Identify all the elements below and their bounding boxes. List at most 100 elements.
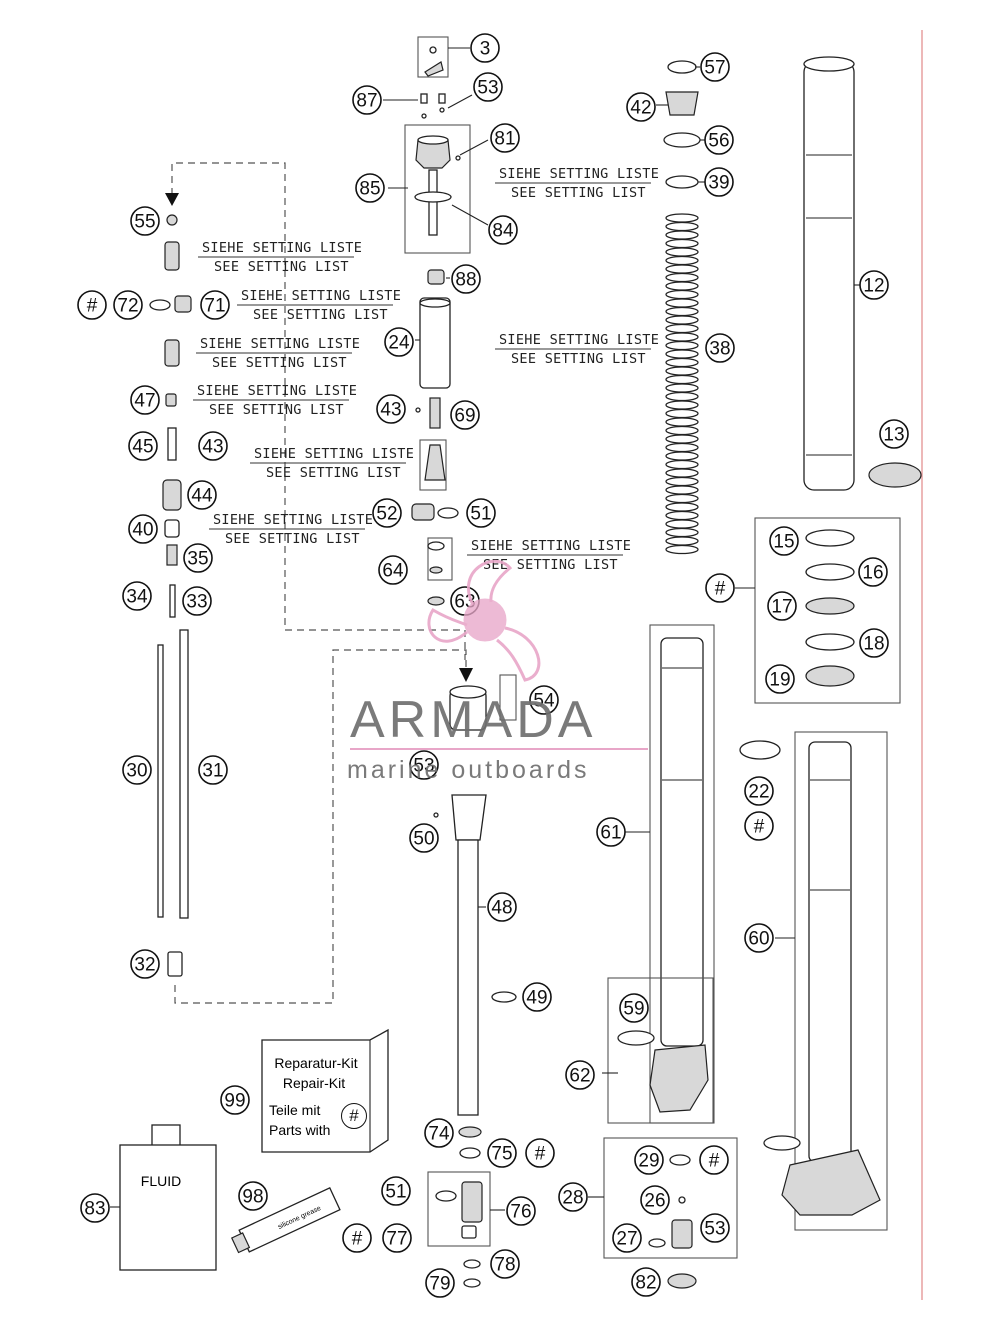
callout-number: 18 xyxy=(863,634,884,655)
part-shape xyxy=(424,444,446,481)
part-shape xyxy=(803,56,855,72)
callout-number: # xyxy=(709,1151,720,1172)
setting-note-en: SEE SETTING LIST xyxy=(225,531,360,547)
callout-71: 71 xyxy=(200,290,230,320)
callout-circle xyxy=(80,1193,110,1223)
hash-callout: # xyxy=(342,1223,372,1253)
callout-circle xyxy=(376,394,406,424)
callout-24: 24 xyxy=(384,327,414,357)
part-shape xyxy=(417,135,449,145)
callout-44: 44 xyxy=(187,480,217,510)
callout-number: 53 xyxy=(413,756,434,777)
callout-76: 76 xyxy=(506,1196,536,1226)
callout-number: # xyxy=(754,817,765,838)
axle-clamp xyxy=(781,1149,881,1216)
part-shape xyxy=(665,91,699,116)
callout-circle xyxy=(183,543,213,573)
callout-16: 16 xyxy=(858,557,888,587)
part-box xyxy=(794,731,888,1231)
arrow-icon xyxy=(459,668,473,682)
part-shape xyxy=(149,299,171,311)
part-shape xyxy=(461,1225,477,1239)
part-shape xyxy=(739,740,781,760)
callout-83: 83 xyxy=(80,1193,110,1223)
callout-63: 63 xyxy=(450,586,480,616)
callout-circle xyxy=(128,431,158,461)
callout-circle xyxy=(859,270,889,300)
callout-47: 47 xyxy=(130,385,160,415)
callout-circle xyxy=(382,1223,412,1253)
callout-circle xyxy=(488,215,518,245)
callout-number: 3 xyxy=(480,39,491,60)
callout-number: 82 xyxy=(635,1273,656,1294)
part-shape xyxy=(678,1196,686,1204)
callout-number: 53 xyxy=(477,78,498,99)
setting-note-de: SIEHE SETTING LISTE xyxy=(200,336,360,352)
part-shape xyxy=(427,596,445,606)
seal-kit-box xyxy=(754,517,901,704)
callout-51: 51 xyxy=(466,498,496,528)
callout-32: 32 xyxy=(130,949,160,979)
callout-number: 30 xyxy=(126,761,147,782)
callout-42: 42 xyxy=(626,92,656,122)
callout-circle xyxy=(859,628,889,658)
callout-number: 31 xyxy=(202,761,223,782)
callout-circle xyxy=(744,923,774,953)
callout-53: 53 xyxy=(700,1213,730,1243)
part-shape xyxy=(805,563,855,581)
callout-number: 13 xyxy=(883,425,904,446)
hash-callout: # xyxy=(744,811,774,841)
part-shape xyxy=(164,519,180,538)
callout-number: 54 xyxy=(533,691,555,712)
callout-circle xyxy=(384,327,414,357)
callout-50: 50 xyxy=(409,823,439,853)
callout-circle xyxy=(626,92,656,122)
callout-74: 74 xyxy=(424,1118,454,1148)
callout-78: 78 xyxy=(490,1249,520,1279)
part-box xyxy=(427,1171,491,1247)
part-shape xyxy=(648,1238,666,1248)
callout-number: 52 xyxy=(376,504,397,525)
callout-circle xyxy=(355,173,385,203)
callout-30: 30 xyxy=(122,755,152,785)
part-shape xyxy=(868,462,922,488)
callout-number: 83 xyxy=(84,1199,105,1220)
callout-circle xyxy=(372,498,402,528)
callout-81: 81 xyxy=(490,123,520,153)
callout-circle xyxy=(522,982,552,1012)
callout-60: 60 xyxy=(744,923,774,953)
part-shape xyxy=(174,295,192,313)
callout-circle xyxy=(704,125,734,155)
callout-circle xyxy=(409,750,439,780)
part-box xyxy=(607,977,714,1124)
part-shape xyxy=(617,1030,655,1046)
callout-circle xyxy=(558,1182,588,1212)
callout-circle xyxy=(130,949,160,979)
callout-number: 32 xyxy=(134,955,155,976)
fluid-bottle xyxy=(119,1144,217,1271)
callout-number: 77 xyxy=(386,1229,407,1250)
repair-kit-title-de: Reparatur-Kit xyxy=(274,1055,357,1071)
part-box xyxy=(603,1137,738,1259)
part-shape xyxy=(429,46,437,54)
part-shape xyxy=(463,1259,481,1269)
callout-61: 61 xyxy=(596,817,626,847)
callout-circle xyxy=(490,1249,520,1279)
part-box xyxy=(419,439,447,491)
callout-circle xyxy=(198,755,228,785)
callout-number: 56 xyxy=(708,131,729,152)
callout-number: 42 xyxy=(630,98,651,119)
fluid-label: FLUID xyxy=(141,1173,181,1189)
part-shape xyxy=(433,812,439,818)
callout-number: 15 xyxy=(773,532,794,553)
callout-number: 34 xyxy=(126,587,148,608)
callout-number: # xyxy=(87,296,98,317)
callout-35: 35 xyxy=(183,543,213,573)
callout-43: 43 xyxy=(198,431,228,461)
callout-circle xyxy=(342,1223,372,1253)
